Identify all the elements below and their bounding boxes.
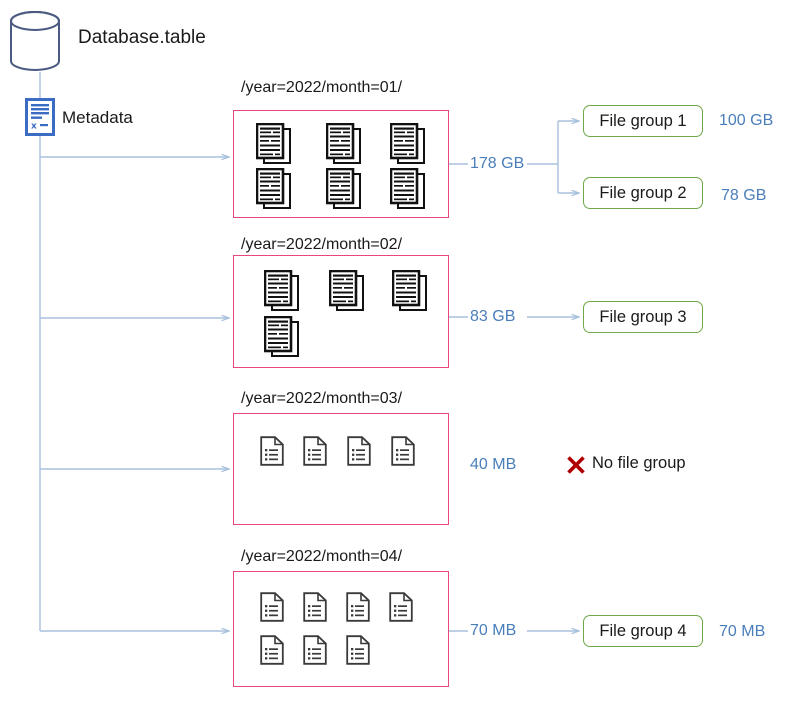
partition-size-2: 83 GB bbox=[470, 308, 516, 325]
partition-path-1: /year=2022/month=01/ bbox=[241, 79, 403, 96]
single-page-icon bbox=[260, 635, 284, 665]
single-page-icon bbox=[346, 592, 370, 622]
stacked-documents-icon bbox=[326, 168, 361, 209]
stacked-documents-icon bbox=[390, 168, 425, 209]
partition-size-1: 178 GB bbox=[470, 155, 525, 172]
single-page-icon bbox=[260, 592, 284, 622]
partition-size-4: 70 MB bbox=[470, 622, 517, 639]
single-page-icon bbox=[260, 436, 284, 466]
page-title: Database.table bbox=[78, 27, 206, 48]
metadata-label: Metadata bbox=[62, 108, 133, 127]
stacked-documents-icon bbox=[326, 123, 361, 164]
partition-box-2[interactable] bbox=[233, 255, 449, 368]
single-page-icon bbox=[391, 436, 415, 466]
file-group-size-2: 78 GB bbox=[721, 187, 767, 204]
single-page-icon bbox=[303, 436, 327, 466]
stacked-documents-icon bbox=[390, 123, 425, 164]
no-file-group-label: No file group bbox=[592, 454, 686, 472]
file-group-size-4: 70 MB bbox=[719, 623, 766, 640]
partition-path-4: /year=2022/month=04/ bbox=[241, 548, 403, 565]
file-group-box-4[interactable]: File group 4 bbox=[583, 615, 703, 647]
single-page-icon bbox=[389, 592, 413, 622]
partition-box-3[interactable] bbox=[233, 413, 449, 525]
single-page-icon bbox=[346, 635, 370, 665]
partition-size-3: 40 MB bbox=[470, 456, 517, 473]
red-x-icon bbox=[567, 456, 585, 474]
single-page-icon bbox=[303, 635, 327, 665]
database-cylinder-icon bbox=[10, 11, 60, 71]
stacked-documents-icon bbox=[264, 316, 299, 357]
stacked-documents-icon bbox=[256, 168, 291, 209]
partition-box-1[interactable] bbox=[233, 110, 449, 218]
file-group-size-1: 100 GB bbox=[719, 112, 774, 129]
single-page-icon bbox=[303, 592, 327, 622]
stacked-documents-icon bbox=[329, 270, 364, 311]
partition-path-3: /year=2022/month=03/ bbox=[241, 390, 403, 407]
file-group-box-3[interactable]: File group 3 bbox=[583, 301, 703, 333]
file-group-box-2[interactable]: File group 2 bbox=[583, 177, 703, 209]
partition-path-2: /year=2022/month=02/ bbox=[241, 236, 403, 253]
single-page-icon bbox=[347, 436, 371, 466]
partition-box-4[interactable] bbox=[233, 571, 449, 687]
stacked-documents-icon bbox=[392, 270, 427, 311]
stacked-documents-icon bbox=[264, 270, 299, 311]
metadata-document-icon: x bbox=[25, 98, 55, 136]
stacked-documents-icon bbox=[256, 123, 291, 164]
svg-text:x: x bbox=[31, 122, 37, 132]
file-group-box-1[interactable]: File group 1 bbox=[583, 105, 703, 137]
